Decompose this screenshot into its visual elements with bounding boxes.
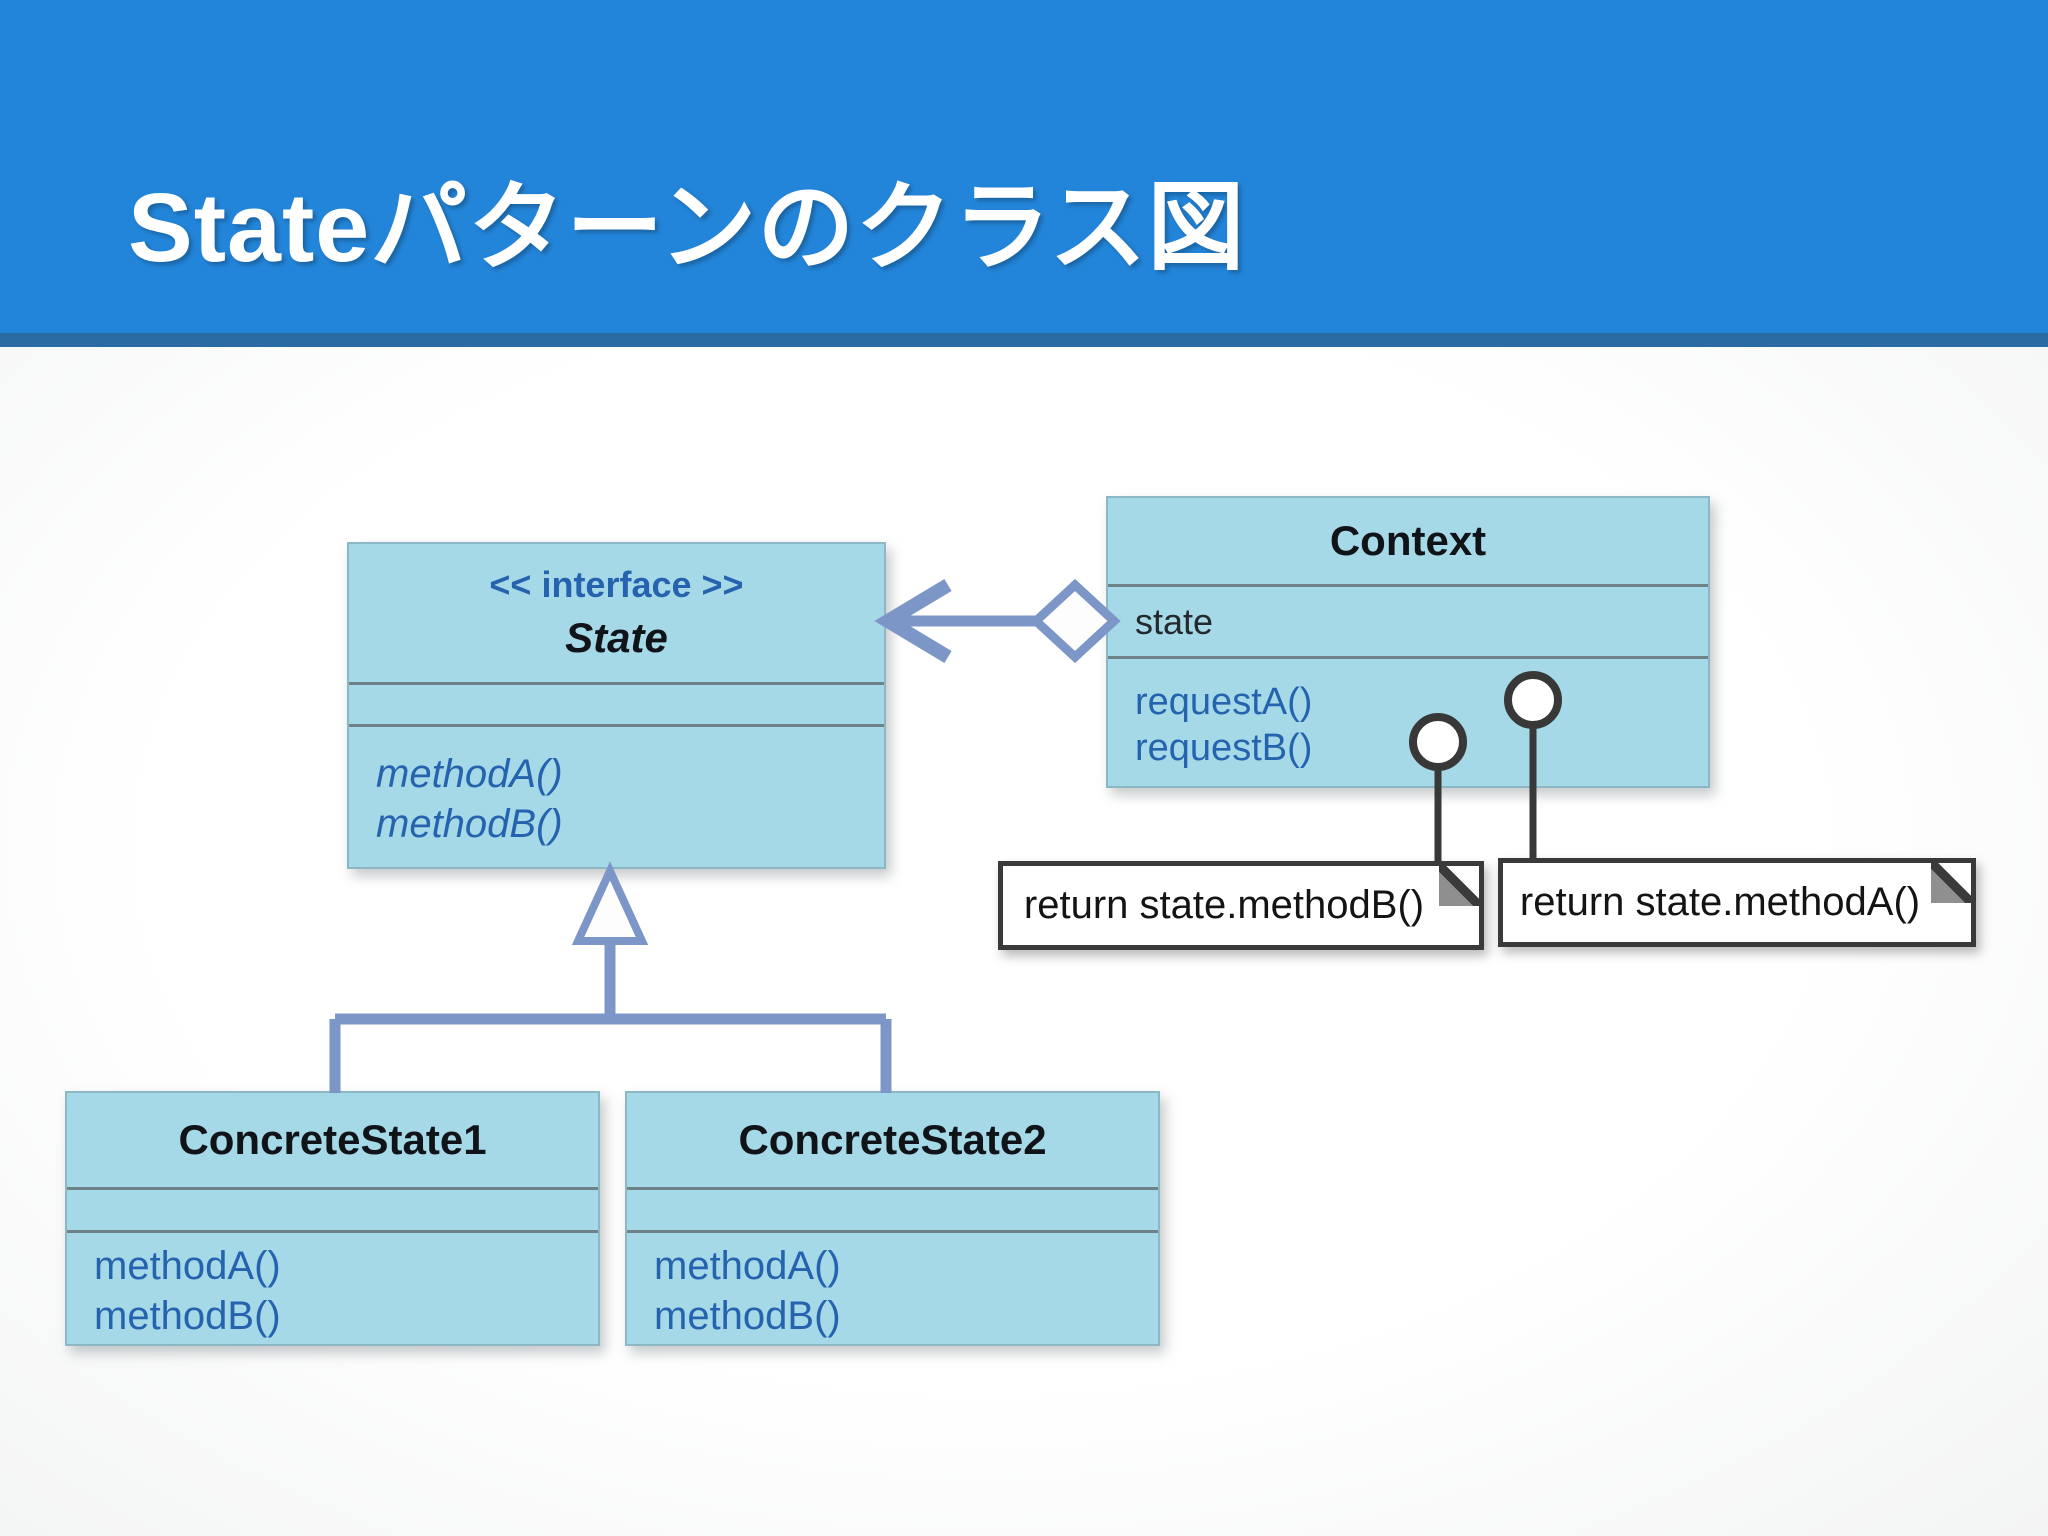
state-stereotype: << interface >> [489,564,744,605]
concrete-state-2-class-box: ConcreteState2 methodA() methodB() [625,1091,1160,1346]
concrete-state-1-class-name: ConcreteState1 [178,1116,487,1163]
aggregation-open-arrowhead-icon [874,578,952,664]
concrete-state-1-methods-section: methodA() methodB() [67,1230,598,1344]
context-attribute-state: state [1135,600,1214,642]
note-fold-corner-icon [1931,863,1971,903]
note-fold-corner-icon [1439,866,1479,906]
concrete-state-2-attributes-section-empty [627,1187,1158,1230]
title-bar: Stateパターンのクラス図 [0,0,2048,333]
state-attributes-section-empty [349,682,884,724]
context-class-box: Context state requestA() requestB() [1106,496,1710,788]
state-method-b: methodB() [376,802,563,846]
state-class-name: State [565,614,668,661]
aggregation-diamond-icon [1029,578,1121,664]
state-title-section: << interface >> State [349,544,884,682]
concrete-state-1-title-section: ConcreteState1 [67,1093,598,1187]
concrete-state-2-methods-section: methodA() methodB() [627,1230,1158,1344]
inheritance-triangle-icon [571,861,649,945]
state-methods-section: methodA() methodB() [349,724,884,867]
concrete-state-1-method-b: methodB() [94,1294,281,1338]
title-bar-accent-strip [0,333,2048,347]
concrete-state-2-method-a: methodA() [654,1244,841,1288]
concrete-state-1-attributes-section-empty [67,1187,598,1230]
context-attributes-section: state [1108,584,1708,656]
note-return-state-method-b: return state.methodB() [998,861,1484,950]
concrete-state-2-class-name: ConcreteState2 [738,1116,1047,1163]
note-return-state-method-a: return state.methodA() [1498,858,1976,947]
context-methods-section: requestA() requestB() [1108,656,1708,786]
slide-title: Stateパターンのクラス図 [128,173,1246,282]
state-interface-class-box: << interface >> State methodA() methodB(… [347,542,886,869]
concrete-state-2-title-section: ConcreteState2 [627,1093,1158,1187]
note-method-a-text: return state.methodA() [1519,880,1921,924]
note-method-b-text: return state.methodB() [1023,883,1425,927]
context-class-name: Context [1329,517,1487,564]
context-method-request-a: requestA() [1135,681,1313,723]
concrete-state-1-class-box: ConcreteState1 methodA() methodB() [65,1091,600,1346]
concrete-state-2-method-b: methodB() [654,1294,841,1338]
diagram-canvas: << interface >> State methodA() methodB(… [0,347,2048,1536]
concrete-state-1-method-a: methodA() [94,1244,281,1288]
context-method-request-b: requestB() [1135,727,1313,769]
context-title-section: Context [1108,498,1708,584]
state-method-a: methodA() [376,752,563,796]
